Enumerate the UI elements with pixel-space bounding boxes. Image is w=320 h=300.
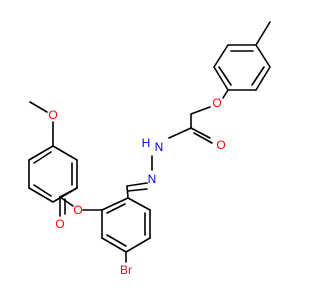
bond — [255, 66, 271, 91]
methoxy-oxygen-label: O — [48, 108, 57, 122]
molecule-structure: O O H N N O O O Br — [28, 21, 271, 277]
methoxy-methyl-bond — [29, 101, 48, 113]
bromophenyl-ring — [101, 197, 151, 263]
bond — [106, 203, 126, 214]
ether-bond — [190, 106, 211, 115]
imine-nitrogen-label: N — [148, 172, 157, 186]
bond — [52, 145, 78, 161]
imine-double-bond — [127, 188, 148, 192]
bond — [218, 66, 232, 86]
bond — [28, 187, 54, 203]
bond — [101, 237, 127, 253]
bond — [213, 44, 229, 68]
bond — [127, 197, 151, 211]
bond — [255, 44, 271, 68]
carbonyl-double-bond — [190, 127, 211, 139]
bond — [33, 184, 52, 197]
vinyl-bond — [126, 185, 129, 199]
carbonyl-double-bond — [193, 132, 213, 144]
bond — [101, 197, 129, 211]
ester-oxygen-label: O — [73, 203, 82, 217]
ether-bond — [222, 89, 229, 99]
tolyl-ring — [213, 21, 271, 91]
molecule-canvas: O O H N N O O O Br — [28, 21, 271, 277]
amide-nitrogen-label: N — [155, 140, 164, 154]
bond — [125, 237, 151, 253]
bond — [213, 66, 229, 91]
ester-carbonyl-oxygen-label: O — [55, 217, 64, 231]
bond — [52, 187, 78, 203]
bond — [106, 234, 127, 247]
amide-bond — [168, 127, 192, 139]
bond — [251, 66, 265, 86]
ether-oxygen-label: O — [212, 96, 221, 110]
bond — [33, 151, 52, 164]
bromine-label: Br — [120, 263, 132, 277]
methyl-bond — [255, 21, 271, 46]
carbonyl-oxygen-label: O — [216, 138, 225, 152]
methoxyphenyl-ring — [28, 145, 78, 203]
amide-hydrogen-label: H — [142, 136, 151, 150]
bond — [28, 145, 54, 161]
ester-o-bond — [59, 196, 74, 207]
imine-double-bond — [126, 182, 148, 187]
